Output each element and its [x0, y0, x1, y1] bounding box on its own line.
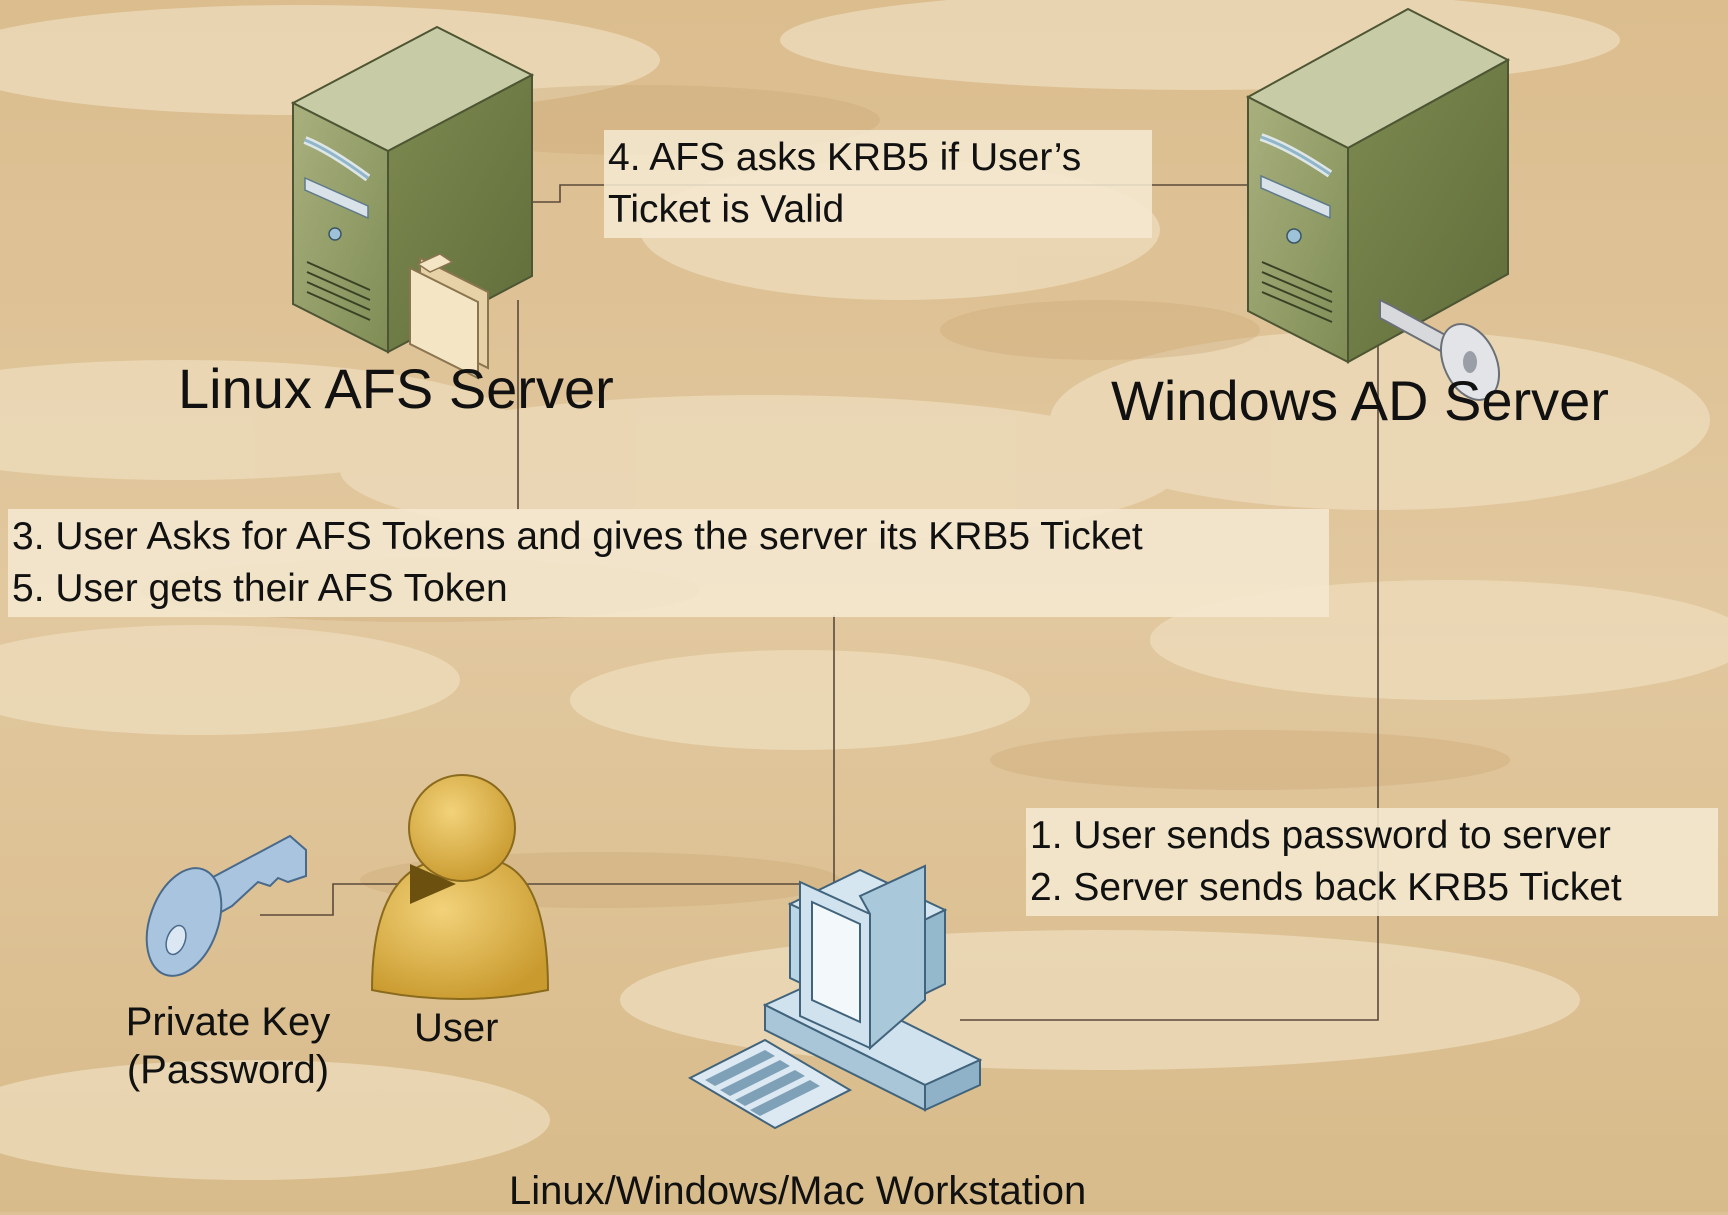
connector-key-user-workstation — [260, 883, 800, 916]
linux-server-icon — [290, 25, 535, 354]
step3-text: 3. User Asks for AFS Tokens and gives th… — [12, 515, 1143, 558]
linux-server-label: Linux AFS Server — [178, 357, 614, 420]
step3-5-annotation: 3. User Asks for AFS Tokens and gives th… — [8, 509, 1329, 617]
private-key-icon — [145, 834, 307, 977]
workstation-label: Linux/Windows/Mac Workstation — [509, 1169, 1087, 1213]
workstation-icon — [687, 864, 983, 1130]
step1-text: 1. User sends password to server — [1030, 814, 1611, 857]
folder-icon — [409, 253, 489, 380]
user-label: User — [414, 1006, 499, 1050]
windows-server-icon — [1245, 7, 1511, 364]
connector-ad-to-workstation — [960, 340, 1379, 1021]
step1-2-annotation: 1. User sends password to server 2. Serv… — [1026, 808, 1718, 916]
step5-text: 5. User gets their AFS Token — [12, 567, 508, 610]
private-key-label-line2: (Password) — [126, 1048, 330, 1092]
server-key-icon — [1379, 298, 1501, 401]
private-key-label: Private Key (Password) — [112, 998, 344, 1094]
user-icon — [370, 774, 550, 1000]
step4-line2: Ticket is Valid — [608, 188, 845, 231]
step4-line1: 4. AFS asks KRB5 if User’s — [608, 136, 1082, 179]
step2-text: 2. Server sends back KRB5 Ticket — [1030, 866, 1622, 909]
step4-annotation: 4. AFS asks KRB5 if User’s Ticket is Val… — [604, 130, 1152, 238]
windows-server-label: Windows AD Server — [1111, 369, 1609, 432]
private-key-label-line1: Private Key — [125, 1000, 331, 1044]
